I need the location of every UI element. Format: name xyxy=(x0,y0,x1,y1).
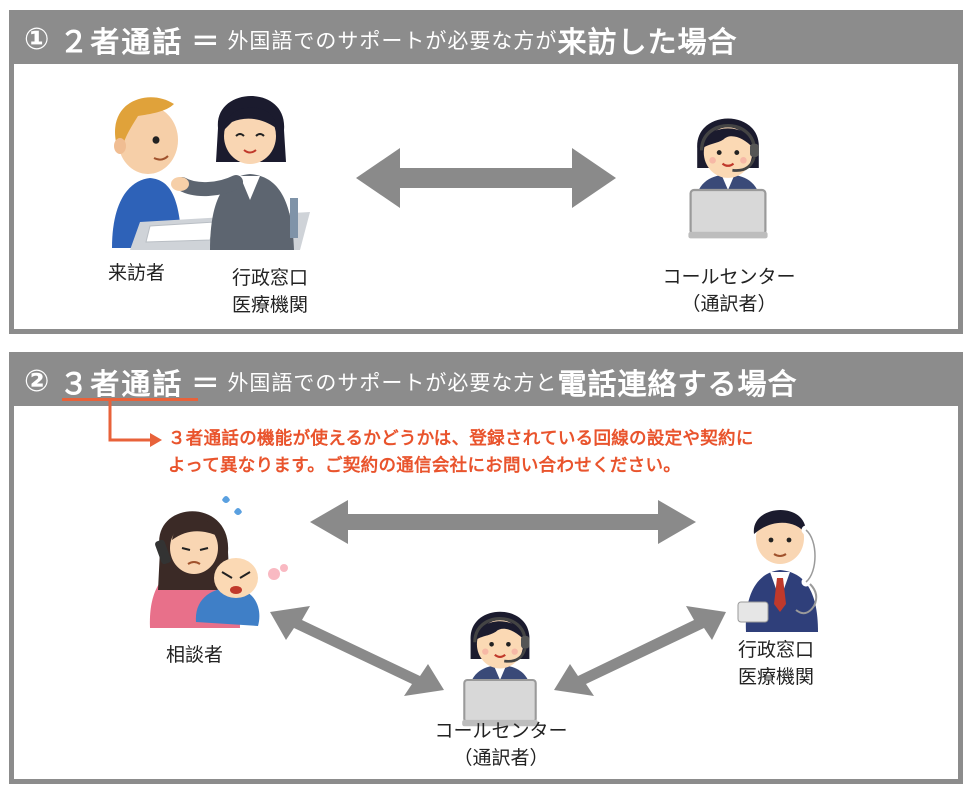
consultant-illustration xyxy=(149,496,288,628)
section1-number: ① xyxy=(24,22,50,57)
section1-title-main: ２者通話 xyxy=(59,24,184,59)
section2-title-main: ３者通話 xyxy=(59,366,184,401)
section2-header: ② ３者通話 ＝ 外国語でのサポートが必要な方と 電話連絡する場合 xyxy=(14,357,958,406)
section2-equals: ＝ xyxy=(191,366,220,400)
arrow-bidirectional-top xyxy=(310,500,696,544)
section2-title-mid: 外国語でのサポートが必要な方と xyxy=(227,370,558,395)
section1-title-emph: 来訪した場合 xyxy=(557,24,738,59)
arrow-bidirectional-right xyxy=(554,606,726,696)
label-office-2-line1: 行政窓口 xyxy=(738,639,815,661)
title-underline xyxy=(62,398,198,401)
section1-header: ① ２者通話 ＝ 外国語でのサポートが必要な方が 来訪した場合 xyxy=(14,15,958,64)
label-office-2-line2: 医療機関 xyxy=(738,666,815,688)
label-office-1-line2: 医療機関 xyxy=(232,294,309,316)
panel-two-party-call: ① ２者通話 ＝ 外国語でのサポートが必要な方が 来訪した場合 xyxy=(9,10,963,334)
section2-number: ② xyxy=(24,364,50,399)
note-line-1: ３者通話の機能が使えるかどうかは、登録されている回線の設定や契約に xyxy=(168,429,754,449)
label-visitor: 来訪者 xyxy=(108,262,166,284)
section2-title-emph: 電話連絡する場合 xyxy=(557,366,798,401)
label-consultant: 相談者 xyxy=(166,644,224,666)
section1-equals: ＝ xyxy=(191,24,220,58)
label-callcenter-2-line2: （通訳者） xyxy=(453,747,549,769)
three-party-note: ３者通話の機能が使えるかどうかは、登録されている回線の設定や契約に よって異なり… xyxy=(168,426,754,480)
note-line-2: よって異なります。ご契約の通信会社にお問い合わせください。 xyxy=(168,456,682,476)
arrow-bidirectional-1 xyxy=(356,148,616,208)
office-clerk-illustration xyxy=(737,509,820,632)
section1-title-mid: 外国語でのサポートが必要な方が xyxy=(227,28,558,53)
label-callcenter-1-line1: コールセンター xyxy=(662,266,796,288)
arrow-bidirectional-left xyxy=(270,606,444,696)
label-callcenter-2-line1: コールセンター xyxy=(434,720,568,742)
label-callcenter-1-line2: （通訳者） xyxy=(681,293,777,315)
label-office-1-line1: 行政窓口 xyxy=(232,267,309,289)
clerk-illustration xyxy=(130,96,310,250)
